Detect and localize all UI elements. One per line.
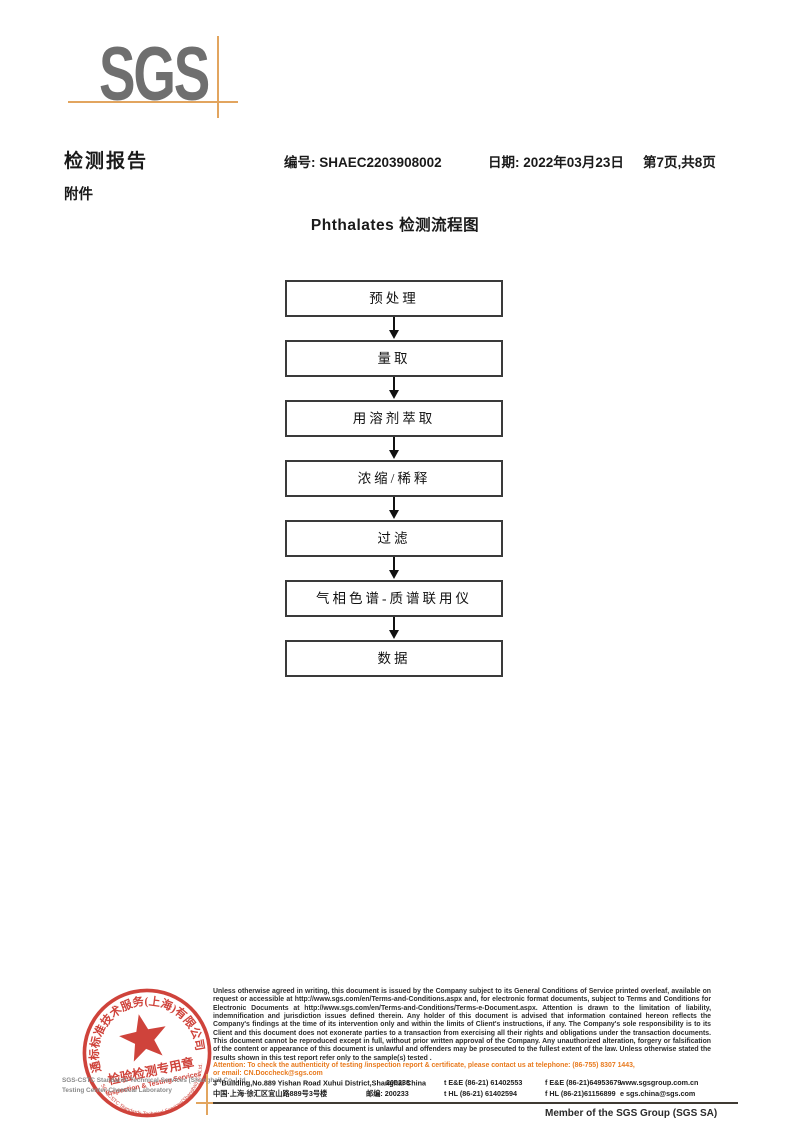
flowchart-title: Phthalates 检测流程图 bbox=[310, 217, 480, 234]
attention-notice: Attention: To check the authenticity of … bbox=[213, 1062, 711, 1078]
address-cn: 中国·上海·徐汇区宜山路889号3号楼 bbox=[213, 1089, 328, 1098]
attachment-label: 附件 bbox=[64, 187, 93, 203]
report-number-label: 编号: bbox=[284, 155, 316, 170]
attention-line2: or email: CN.Doccheck@sgs.com bbox=[213, 1069, 323, 1077]
footer-divider bbox=[213, 1102, 738, 1104]
flow-arrow-icon bbox=[285, 617, 503, 640]
flow-step-measure: 量取 bbox=[285, 340, 503, 377]
flow-step-pretreatment: 预处理 bbox=[285, 280, 503, 317]
logo-horizontal-line bbox=[68, 101, 238, 103]
report-date-value: 2022年03月23日 bbox=[523, 155, 624, 170]
orange-crosshair-tick bbox=[196, 1102, 218, 1104]
flow-step-concentrate-dilute: 浓缩/稀释 bbox=[285, 460, 503, 497]
logo-vertical-line bbox=[217, 36, 219, 118]
postcode-cn: 邮编: 200233 bbox=[366, 1089, 409, 1098]
legal-terms-text: Unless otherwise agreed in writing, this… bbox=[213, 988, 711, 1062]
tel-hl: t HL (86-21) 61402594 bbox=[444, 1089, 517, 1098]
lab-company-line1: SGS-CSTC Standards Technical Services (S… bbox=[62, 1077, 248, 1084]
sgs-member-line: Member of the SGS Group (SGS SA) bbox=[545, 1108, 718, 1119]
inspection-stamp-icon: 通标标准技术服务(上海)有限公司 检验检测专用章 Inspection & Te… bbox=[76, 983, 213, 1127]
page-indicator: 第7页,共8页 bbox=[643, 155, 716, 170]
flow-step-gcms: 气相色谱-质谱联用仪 bbox=[285, 580, 503, 617]
lab-company-line2: Testing Center-Chemical Laboratory bbox=[62, 1086, 172, 1094]
flow-step-solvent-extraction: 用溶剂萃取 bbox=[285, 400, 503, 437]
flow-arrow-icon bbox=[285, 437, 503, 460]
attention-line1: Attention: To check the authenticity of … bbox=[213, 1062, 635, 1069]
flow-step-filter: 过滤 bbox=[285, 520, 503, 557]
address-en: 3rdBuilding,No.889 Yishan Road Xuhui Dis… bbox=[213, 1078, 426, 1088]
flow-arrow-icon bbox=[285, 557, 503, 580]
orange-separator-line bbox=[206, 1074, 208, 1115]
report-number: 编号: SHAEC2203908002 bbox=[284, 151, 442, 171]
sgs-logo: SGS bbox=[99, 32, 210, 117]
fax-ee: f E&E (86-21)64953679 bbox=[545, 1078, 622, 1087]
flow-step-data: 数据 bbox=[285, 640, 503, 677]
flow-arrow-icon bbox=[285, 377, 503, 400]
email: e sgs.china@sgs.com bbox=[620, 1089, 696, 1098]
fax-hl: f HL (86-21)61156899 bbox=[545, 1089, 616, 1098]
stamp-star-icon bbox=[119, 1014, 166, 1062]
flow-arrow-icon bbox=[285, 317, 503, 340]
report-number-value: SHAEC2203908002 bbox=[319, 155, 442, 170]
report-date: 日期: 2022年03月23日 bbox=[488, 151, 624, 171]
report-title: 检测报告 bbox=[64, 151, 149, 172]
postcode-en: 200233 bbox=[386, 1078, 410, 1087]
flowchart: 预处理 量取 用溶剂萃取 浓缩/稀释 过滤 气相色谱-质谱联用仪 数据 bbox=[285, 280, 503, 677]
lab-company-name: SGS-CSTC Standards Technical Services (S… bbox=[62, 1076, 247, 1095]
website: www.sgsgroup.com.cn bbox=[620, 1078, 699, 1087]
flow-arrow-icon bbox=[285, 497, 503, 520]
tel-ee: t E&E (86-21) 61402553 bbox=[444, 1078, 523, 1087]
report-date-label: 日期: bbox=[488, 155, 520, 170]
